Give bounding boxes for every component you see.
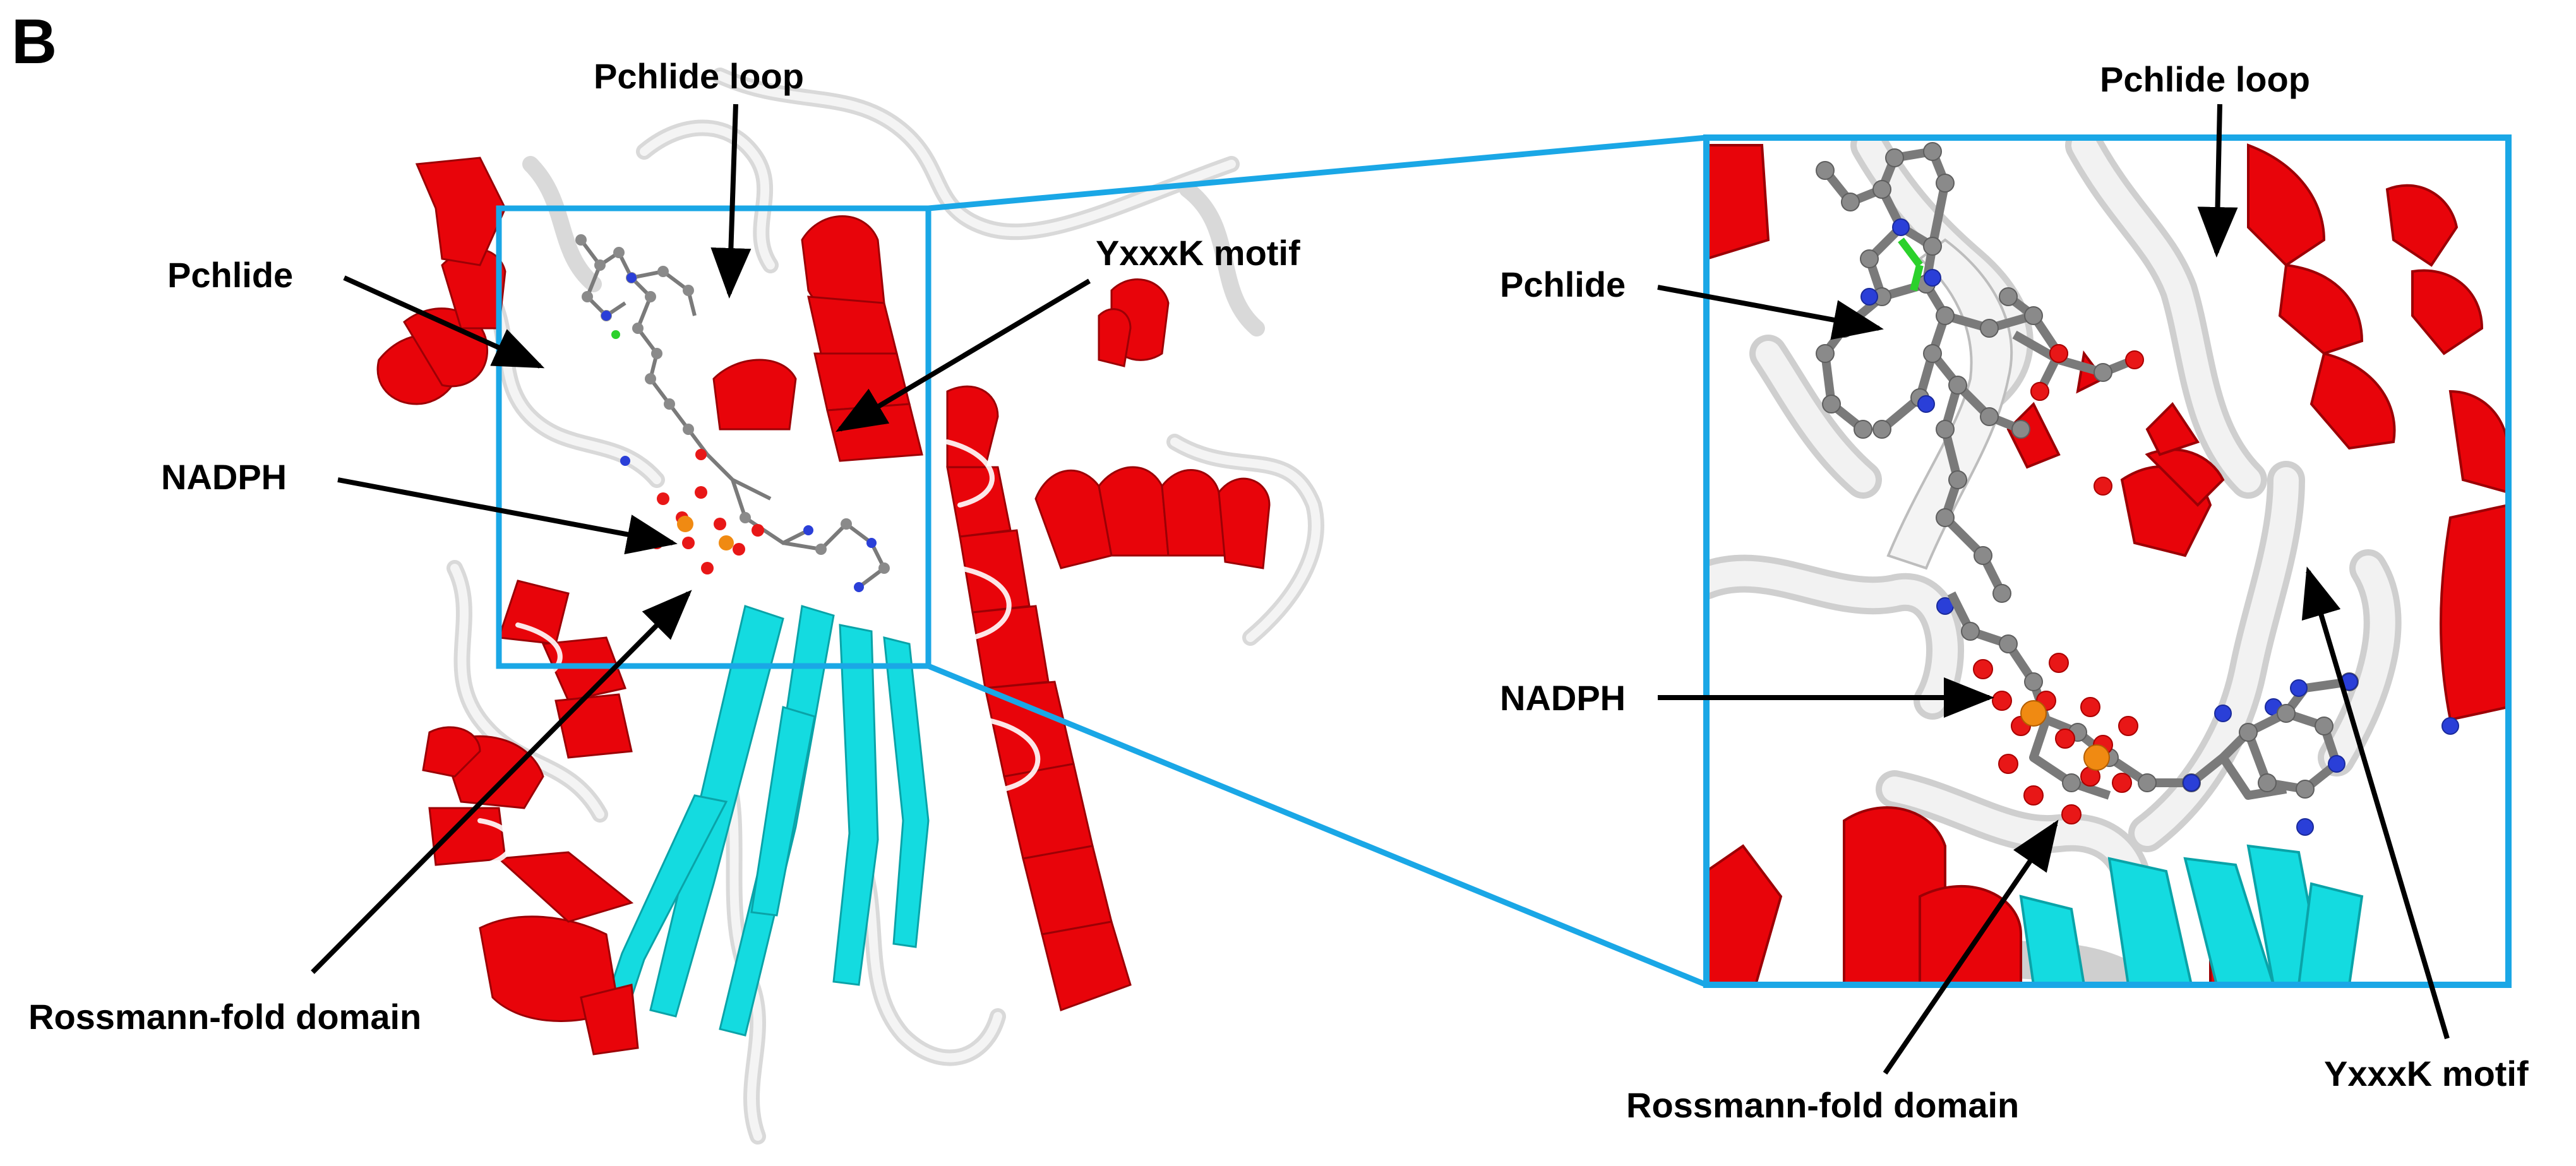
- overview-label-rossmann: Rossmann-fold domain: [28, 997, 421, 1037]
- overview-arrow-rossmann: [311, 590, 692, 974]
- overview-label-nadph: NADPH: [161, 457, 287, 497]
- zoom-label-pchlide: Pchlide: [1500, 265, 1626, 304]
- zoom-annotations: Pchlide loop Pchlide NADPH Rossmann-fold…: [1500, 59, 2529, 1125]
- zoom-label-rossmann: Rossmann-fold domain: [1626, 1085, 2019, 1125]
- zoom-label-yxxxk: YxxxK motif: [2324, 1054, 2529, 1093]
- panel-letter: B: [11, 6, 57, 77]
- zoom-arrow-rossmann: [1883, 819, 2059, 1075]
- overview-label-pchlide: Pchlide: [167, 255, 293, 295]
- overview-zoom-box: [496, 205, 932, 669]
- overview-beta-sheet: [602, 605, 930, 1037]
- overview-arrow-nadph: [337, 477, 678, 555]
- overview-ligand: [575, 234, 890, 592]
- zoom-structure: [1706, 138, 2508, 985]
- zoom-label-nadph: NADPH: [1500, 678, 1626, 718]
- zoom-arrow-pchlide: [1657, 285, 1884, 340]
- overview-label-pchlide-loop: Pchlide loop: [594, 56, 804, 96]
- overview-arrow-pchlide-loop: [710, 104, 752, 299]
- zoom-nadph-molecule: [1947, 591, 2459, 836]
- overview-alpha-helices: [376, 157, 1271, 1056]
- zoom-label-pchlide-loop: Pchlide loop: [2100, 59, 2310, 99]
- overview-arrow-pchlide: [343, 275, 545, 369]
- zoom-frame: [1703, 134, 2512, 988]
- zoom-connector-lines: [927, 134, 1708, 988]
- overview-arrow-yxxxk: [836, 278, 1091, 432]
- zoom-arrow-yxxxk: [2301, 566, 2450, 1040]
- zoom-pchlide-molecule: [1816, 142, 2282, 722]
- overview-annotations: Pchlide loop Pchlide YxxxK motif NADPH R…: [28, 56, 1300, 1037]
- overview-label-yxxxk: YxxxK motif: [1096, 233, 1300, 273]
- zoom-arrow-pchlide-loop: [2197, 104, 2238, 258]
